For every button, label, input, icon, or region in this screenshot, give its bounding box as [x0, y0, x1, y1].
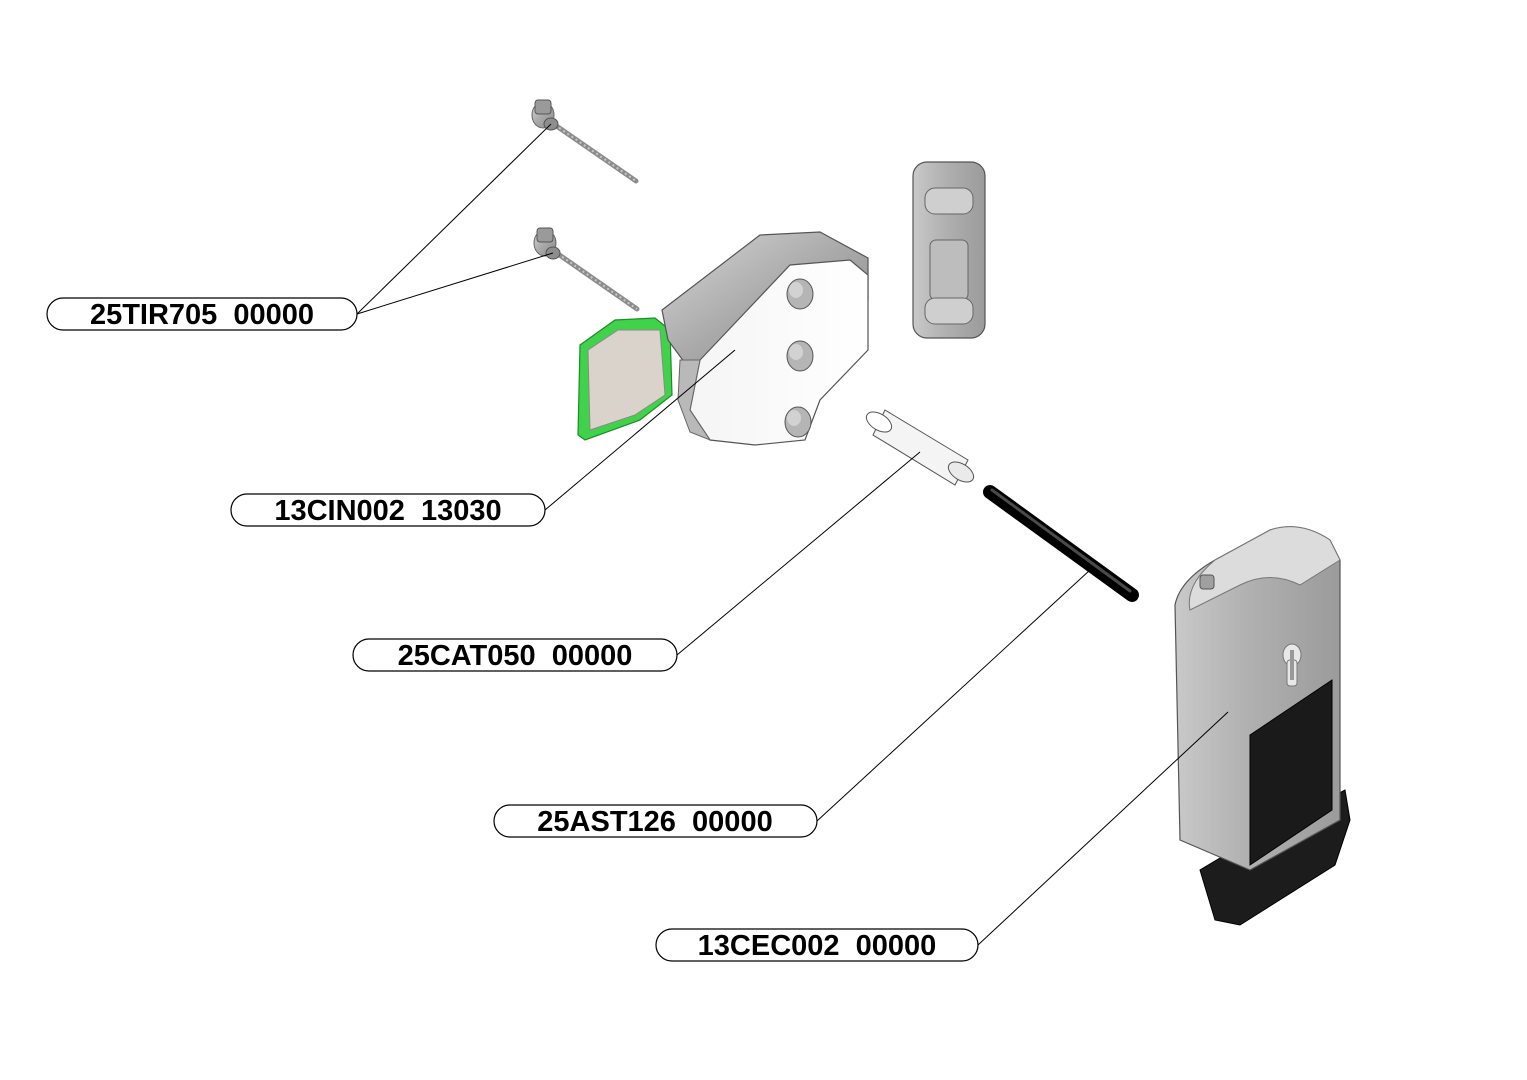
striker-plate-part	[912, 161, 986, 339]
screw-part-upper	[531, 99, 639, 184]
leader-lines	[356, 123, 1229, 946]
part-label-cin-text: 13CIN002 13030	[274, 495, 501, 527]
part-label-cin: 13CIN002 13030	[230, 493, 546, 527]
keyhole-icon	[1282, 643, 1302, 687]
part-label-cat-text: 25CAT050 00000	[398, 640, 633, 672]
part-label-ast: 25AST126 00000	[493, 804, 818, 838]
part-label-ast-text: 25AST126 00000	[537, 806, 772, 838]
part-label-cat: 25CAT050 00000	[352, 638, 678, 672]
latch-body-part	[577, 231, 869, 446]
screw-part-lower	[533, 227, 640, 312]
part-label-tir: 25TIR705 00000	[46, 297, 358, 331]
spacer-tube-part	[865, 409, 975, 486]
handle-housing-part	[1174, 526, 1351, 926]
part-label-cec: 13CEC002 00000	[655, 928, 979, 962]
part-label-cec-text: 13CEC002 00000	[698, 930, 937, 962]
rod-part	[983, 485, 1139, 602]
part-label-tir-text: 25TIR705 00000	[90, 299, 314, 331]
